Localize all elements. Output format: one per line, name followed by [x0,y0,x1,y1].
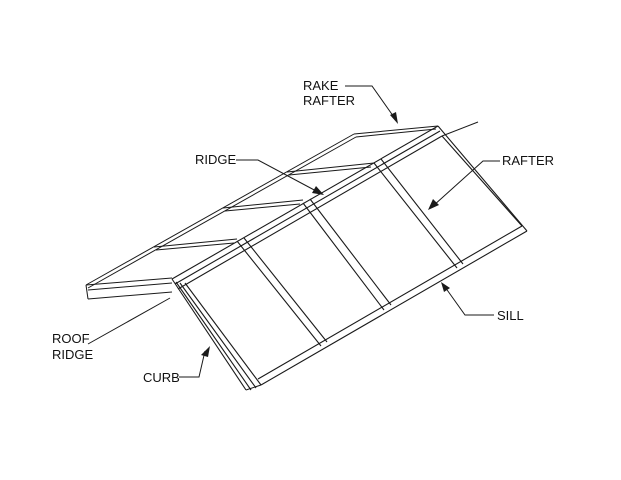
back-slope [85,125,439,300]
label-rafter: RAFTER [428,153,554,210]
arrow-icon [201,346,210,357]
arrow-icon [312,186,324,195]
label-roof-ridge: ROOF RIDGE [52,297,171,362]
arrow-icon [441,282,450,292]
label-curb: CURB [143,346,210,385]
svg-text:SILL: SILL [497,308,524,323]
front-slope [171,125,528,391]
arrow-icon [428,199,439,210]
svg-text:RIDGE: RIDGE [195,152,237,167]
svg-text:RAKE: RAKE [303,78,339,93]
svg-text:CURB: CURB [143,370,180,385]
label-ridge: RIDGE [195,152,324,195]
arrow-icon [390,112,398,124]
label-rake-rafter: RAKE RAFTER [303,78,398,124]
label-sill: SILL [441,282,524,323]
svg-text:ROOF: ROOF [52,331,90,346]
svg-text:RAFTER: RAFTER [303,93,355,108]
svg-text:RIDGE: RIDGE [52,347,94,362]
svg-text:RAFTER: RAFTER [502,153,554,168]
